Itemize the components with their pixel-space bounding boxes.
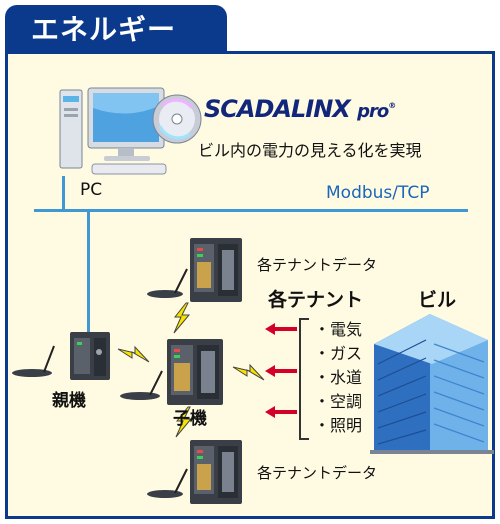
utilities-list: ・電気 ・ガス ・水道 ・空調 ・照明 <box>314 318 362 438</box>
tenant-data-label-top: 各テナントデータ <box>257 256 378 274</box>
building-icon <box>370 314 494 454</box>
tenant-data-label-bottom: 各テナントデータ <box>257 464 378 482</box>
arrow-left-icon-2 <box>265 365 297 377</box>
network-bus-line <box>34 209 468 212</box>
parent-drop-line <box>87 210 90 332</box>
software-suffix: pro <box>357 101 389 122</box>
antenna-icon-top <box>147 268 188 298</box>
network-label: Modbus/TCP <box>326 183 430 203</box>
utility-item: ・電気 <box>314 320 363 339</box>
pc-label: PC <box>80 180 103 200</box>
parent-device <box>70 332 110 380</box>
child-device-bottom <box>190 440 242 504</box>
utility-item: ・水道 <box>314 368 363 387</box>
pc-icon <box>59 87 202 175</box>
tenants-label: 各テナント <box>268 289 364 311</box>
software-logo: SCADALINX pro® <box>204 95 396 123</box>
parent-label: 親機 <box>52 391 86 411</box>
antenna-icon-parent <box>12 345 55 377</box>
wireless-bolt-icon-left <box>117 345 150 363</box>
software-tagline: ビル内の電力の見える化を実現 <box>198 141 422 160</box>
utility-item: ・照明 <box>314 416 363 435</box>
arrow-left-icon-3 <box>265 406 297 418</box>
arrow-left-icon-1 <box>265 323 297 335</box>
building-label: ビル <box>418 289 457 311</box>
antenna-icon-middle <box>120 370 163 400</box>
child-device-top <box>190 238 242 302</box>
registered-mark: ® <box>388 101 396 110</box>
antenna-icon-bottom <box>147 468 188 498</box>
child-label: 子機 <box>173 409 207 429</box>
wireless-bolt-icon-right <box>232 363 265 381</box>
pc-drop-line <box>62 176 65 210</box>
software-name: SCADALINX <box>204 95 351 123</box>
utility-item: ・空調 <box>314 392 363 411</box>
utilities-bracket <box>299 318 309 440</box>
utility-item: ・ガス <box>314 344 363 363</box>
wireless-bolt-icon-bottom <box>175 406 193 438</box>
child-device-middle <box>167 339 223 405</box>
wireless-bolt-icon-top <box>173 302 191 334</box>
section-title-tab: エネルギー <box>5 5 227 53</box>
